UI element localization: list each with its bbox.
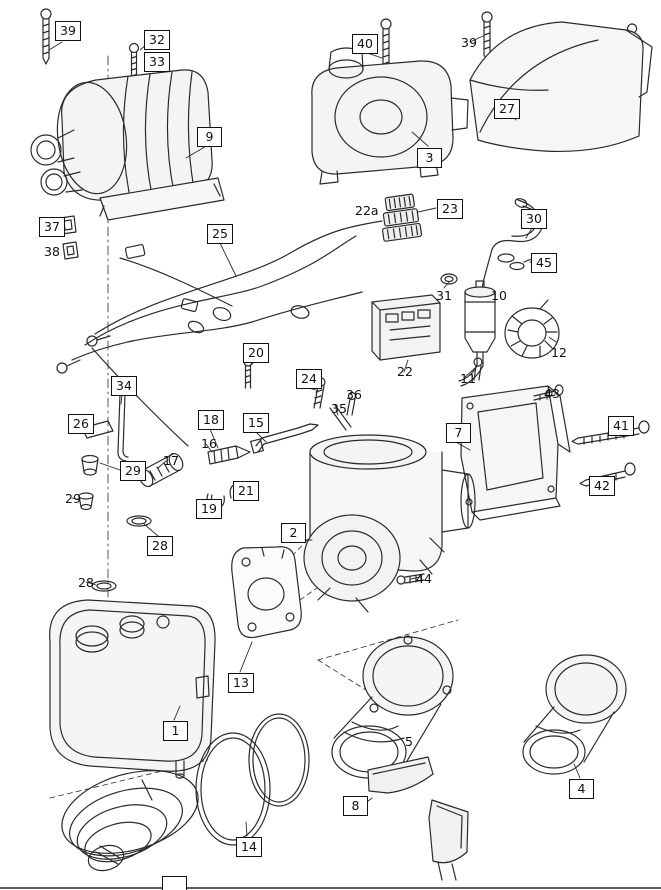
part-callout-42: 42 <box>589 476 615 496</box>
part-25-harness <box>56 220 383 447</box>
part-23-connector <box>381 193 423 242</box>
screw-39-left <box>40 8 52 65</box>
part-callout-22: 22 <box>397 364 413 379</box>
part-22-control-unit <box>371 294 441 361</box>
part-callout-2: 2 <box>281 523 306 543</box>
part-callout-24: 24 <box>296 369 322 389</box>
part-callout-43: 43 <box>544 386 560 401</box>
part-4-tube <box>522 654 627 775</box>
part-15-18-glow-plug <box>250 423 319 454</box>
part-callout-35: 35 <box>331 401 347 416</box>
part-35-pipe <box>329 404 352 431</box>
part-callout-1: 1 <box>163 721 188 741</box>
part-callout-25: 25 <box>207 224 233 244</box>
part-callout-38: 38 <box>44 244 60 259</box>
part-callout-14: 14 <box>236 837 262 857</box>
screw-44 <box>396 573 425 585</box>
part-callout-29: 29 <box>65 491 81 506</box>
part-callout-9: 9 <box>197 127 222 147</box>
part-13-gasket <box>231 546 302 639</box>
screw-43 <box>533 384 564 401</box>
part-callout-34: 34 <box>111 376 137 396</box>
part-callout-20: 20 <box>243 343 269 363</box>
part-8-clamp <box>367 756 469 881</box>
part-callout-19: 19 <box>196 499 222 519</box>
part-callout-26: 26 <box>68 414 94 434</box>
part-callout-16: 16 <box>201 436 217 451</box>
part-callout-28: 28 <box>147 536 173 556</box>
part-callout-15: 15 <box>243 413 269 433</box>
part-burner-insert <box>61 770 199 872</box>
part-callout-11: 11 <box>460 371 476 386</box>
part-callout-33: 33 <box>144 52 170 72</box>
part-callout-29: 29 <box>120 461 146 481</box>
part-callout-37: 37 <box>39 217 65 237</box>
part-callout-30: 30 <box>521 209 547 229</box>
part-callout-10: 10 <box>491 288 507 303</box>
part-34-pipe <box>117 393 129 462</box>
part-31-clip <box>440 273 458 285</box>
part-callout-39: 39 <box>461 35 477 50</box>
part-callout-5: 5 <box>405 734 413 749</box>
part-12-grommet <box>504 299 560 359</box>
part-callout-17: 17 <box>163 453 179 468</box>
screw-39-right <box>481 11 493 61</box>
part-9-heat-exchanger <box>30 69 225 221</box>
part-3-blower <box>311 47 469 185</box>
part-callout-13: 13 <box>228 673 254 693</box>
part-26-washer <box>81 420 114 439</box>
part-callout-39: 39 <box>55 21 81 41</box>
part-2-burner <box>303 434 476 613</box>
part-callout-32: 32 <box>144 30 170 50</box>
part-callout-27: 27 <box>494 99 520 119</box>
part-callout-28: 28 <box>78 575 94 590</box>
part-callout-44: 44 <box>416 571 432 586</box>
part-callout-4: 4 <box>569 779 594 799</box>
part-callout-31: 31 <box>436 288 452 303</box>
screw-36 <box>346 391 357 416</box>
part-callout-12: 12 <box>551 345 567 360</box>
part-7-bracket <box>460 385 571 521</box>
part-callout-41: 41 <box>608 416 634 436</box>
part-callout-7: 7 <box>446 423 471 443</box>
part-29-grommets <box>78 454 99 511</box>
part-callout-3: 3 <box>417 148 442 168</box>
part-callout-blank <box>162 876 187 890</box>
part-28-washers <box>91 515 152 592</box>
part-callout-21: 21 <box>233 481 259 501</box>
part-16-fitting <box>207 445 251 465</box>
part-callout-22a: 22a <box>355 203 379 218</box>
part-27-cover <box>469 21 653 152</box>
part-callout-23: 23 <box>437 199 463 219</box>
part-callout-40: 40 <box>352 34 378 54</box>
screw-11 <box>473 357 483 381</box>
part-callout-18: 18 <box>198 410 224 430</box>
part-callout-8: 8 <box>343 796 368 816</box>
part-5-combustion-tube <box>331 635 454 779</box>
part-callout-45: 45 <box>531 253 557 273</box>
part-callout-36: 36 <box>346 387 362 402</box>
